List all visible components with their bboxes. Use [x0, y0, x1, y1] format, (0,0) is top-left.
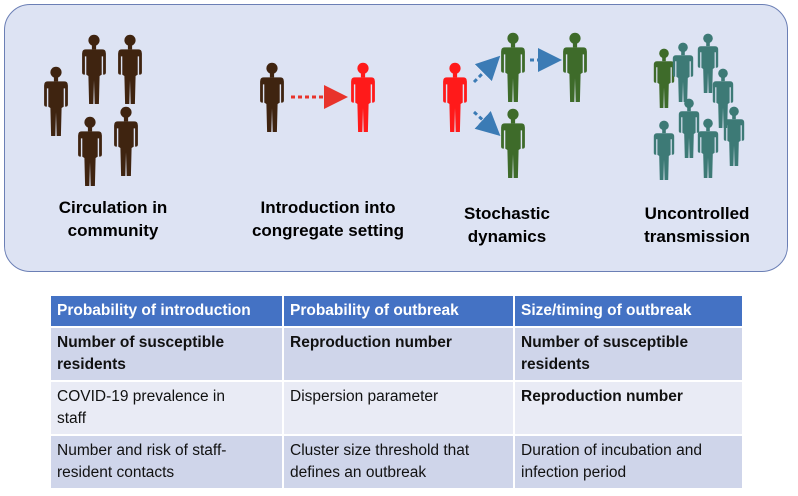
person-icon — [260, 62, 284, 132]
stage-label-uncontrolled: Uncontrolled transmission — [622, 202, 772, 248]
stage-label-line: Uncontrolled — [644, 204, 750, 223]
column-header: Size/timing of outbreak — [514, 296, 742, 327]
table-row: Number of susceptible residents Reproduc… — [51, 326, 742, 381]
person-icon — [653, 120, 675, 180]
infected-person-icon — [351, 62, 375, 132]
parameters-table: Probability of introduction Probability … — [51, 296, 742, 488]
stage-label-line: community — [67, 221, 159, 240]
transmission-arrow-icon — [472, 55, 501, 84]
cell-line: Reproduction number — [521, 388, 683, 405]
cell-line: staff — [57, 410, 87, 427]
table-cell: Reproduction number — [514, 380, 742, 435]
table-row: Number and risk of staff- resident conta… — [51, 434, 742, 488]
column-header: Probability of outbreak — [283, 296, 515, 327]
person-icon — [712, 68, 734, 128]
table-cell: Number of susceptible residents — [51, 326, 284, 381]
stage-label-stochastic: Stochastic dynamics — [447, 202, 567, 248]
stage-label-circulation: Circulation in community — [33, 196, 193, 242]
cell-line: Number of susceptible — [521, 334, 689, 351]
person-icon — [82, 34, 106, 104]
person-icon — [118, 34, 142, 104]
stage-label-line: Circulation in — [58, 198, 168, 217]
stochastic-group — [443, 32, 587, 178]
person-icon — [114, 106, 138, 176]
introduction-group — [260, 62, 375, 132]
person-icon — [697, 118, 719, 178]
table-cell: COVID-19 prevalence in staff — [51, 380, 284, 435]
cell-line: defines an outbreak — [290, 464, 427, 481]
person-icon — [672, 42, 694, 102]
table-cell: Number and risk of staff- resident conta… — [51, 434, 284, 488]
person-icon — [678, 98, 700, 158]
infected-person-icon — [443, 62, 467, 132]
cell-line: Duration of incubation and — [521, 442, 702, 459]
stage-label-introduction: Introduction into congregate setting — [228, 196, 428, 242]
figures-layer — [44, 32, 745, 186]
transmission-arrow-icon — [472, 110, 501, 137]
cell-line: Reproduction number — [290, 334, 452, 351]
cell-line: Number of susceptible — [57, 334, 225, 351]
stage-label-line: Stochastic — [464, 204, 550, 223]
cell-line: residents — [521, 356, 590, 373]
table-cell: Cluster size threshold that defines an o… — [283, 434, 515, 488]
stage-label-line: dynamics — [467, 227, 547, 246]
cell-line: Cluster size threshold that — [290, 442, 470, 459]
table-cell: Reproduction number — [283, 326, 515, 381]
cell-line: infection period — [521, 464, 627, 481]
table-cell: Dispersion parameter — [283, 380, 515, 435]
stage-label-line: congregate setting — [251, 221, 405, 240]
person-icon — [78, 116, 102, 186]
cell-line: Number and risk of staff- — [57, 442, 227, 459]
table-header-row: Probability of introduction Probability … — [51, 296, 742, 327]
cell-line: COVID-19 prevalence in — [57, 388, 225, 405]
stage-label-line: Introduction into — [260, 198, 396, 217]
cell-line: Dispersion parameter — [290, 388, 439, 405]
secondary-case-icon — [501, 108, 525, 178]
uncontrolled-group — [653, 33, 745, 180]
person-icon — [653, 48, 675, 108]
column-header: Probability of introduction — [51, 296, 284, 327]
secondary-case-icon — [501, 32, 525, 102]
tertiary-case-icon — [563, 32, 587, 102]
table-row: COVID-19 prevalence in staff Dispersion … — [51, 380, 742, 435]
stage-label-line: transmission — [644, 227, 750, 246]
table-cell: Duration of incubation and infection per… — [514, 434, 742, 488]
person-icon — [44, 66, 68, 136]
community-people — [44, 34, 142, 186]
cell-line: residents — [57, 356, 126, 373]
table-cell: Number of susceptible residents — [514, 326, 742, 381]
cell-line: resident contacts — [57, 464, 175, 481]
